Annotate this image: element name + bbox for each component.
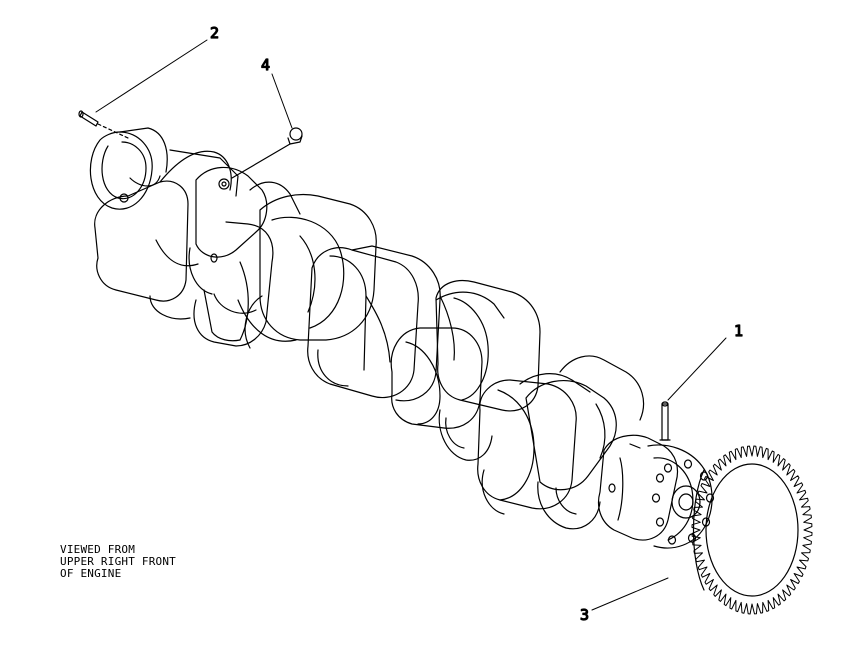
counterweight-2 xyxy=(244,193,377,349)
view-note-line-2: UPPER RIGHT FRONT xyxy=(60,555,176,568)
view-note-line-1: VIEWED FROM xyxy=(60,543,136,556)
main-journal-center xyxy=(307,245,441,402)
callout-4: 4 xyxy=(261,56,270,74)
dowel-pin-1 xyxy=(659,401,671,441)
crank-web-5 xyxy=(525,355,645,530)
crankshaft-gear xyxy=(691,445,813,615)
callout-2: 2 xyxy=(210,24,219,42)
view-note-line-3: OF ENGINE xyxy=(60,567,122,580)
leader-1 xyxy=(667,337,727,401)
leader-3 xyxy=(591,577,669,611)
dowel-pin-2 xyxy=(78,110,129,139)
crank-web-3 xyxy=(435,279,541,461)
leader-2 xyxy=(95,39,208,113)
rear-flange xyxy=(89,127,168,210)
counterweight-1 xyxy=(193,181,301,347)
leader-4 xyxy=(271,73,293,129)
plug-4 xyxy=(231,127,303,179)
leader-lines xyxy=(95,39,727,611)
view-note: VIEWED FROM UPPER RIGHT FRONT OF ENGINE xyxy=(60,544,176,580)
counterweight-3 xyxy=(390,291,505,429)
crank-web-2 xyxy=(188,166,268,314)
crank-web-1 xyxy=(94,149,239,320)
callout-1: 1 xyxy=(734,322,743,340)
front-hub xyxy=(597,434,715,549)
callout-3: 3 xyxy=(580,606,589,624)
